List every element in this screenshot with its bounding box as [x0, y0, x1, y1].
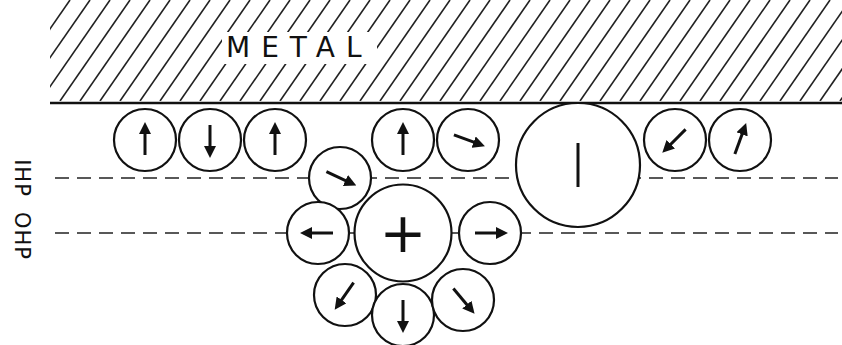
hatch-line [620, 0, 690, 101]
hatch-line [740, 0, 810, 101]
water-circle [709, 109, 771, 171]
water-circle [372, 284, 434, 345]
hatch-line [50, 0, 110, 101]
hatch-line [80, 0, 150, 101]
hatch-line [500, 0, 570, 101]
water-dipole [372, 109, 434, 171]
water-dipole [372, 284, 434, 345]
anion-sign [577, 143, 580, 187]
water-dipole [437, 109, 499, 171]
hatch-line [560, 0, 630, 101]
hatch-line [640, 0, 710, 101]
water-dipole [459, 202, 521, 264]
hatch-line [140, 0, 210, 101]
ohp-label: OHP [11, 212, 32, 260]
cation-ring [355, 185, 452, 282]
water-dipole [179, 109, 241, 171]
hatch-line [400, 0, 470, 101]
hatch-line [700, 0, 770, 101]
water-circle [179, 109, 241, 171]
water-dipole [309, 147, 371, 209]
dipole-arrow [326, 172, 350, 183]
hatch-line [60, 0, 130, 101]
hatch-line [540, 0, 610, 101]
water-dipole [287, 202, 349, 264]
hatch-line [460, 0, 530, 101]
dipole-arrow [274, 128, 277, 155]
water-circle [372, 109, 434, 171]
water-circle [309, 147, 371, 209]
hatch-line [120, 0, 190, 101]
dipole-arrow [306, 232, 333, 235]
water-circle [432, 269, 494, 331]
dipole-arrow [338, 283, 353, 305]
hatch-line [480, 0, 550, 101]
hatch-line [720, 0, 790, 101]
water-dipole [314, 264, 376, 326]
hatch-line [680, 0, 750, 101]
water-circle [114, 109, 176, 171]
water-circle [314, 264, 376, 326]
hatch-line [820, 0, 842, 101]
water-circle [244, 109, 306, 171]
water-dipole [432, 269, 494, 331]
metal-label: METAL [222, 32, 377, 64]
dipole-arrow [475, 232, 502, 235]
metal-surface [50, 102, 842, 105]
ihp-label: IHP [11, 159, 32, 197]
dipole-arrow [667, 129, 686, 148]
hatch-line [760, 0, 830, 101]
water-circle [459, 202, 521, 264]
dipole-arrow [402, 300, 405, 327]
hatch-line [160, 0, 230, 101]
hatch-line [100, 0, 170, 101]
hatch-line [800, 0, 842, 101]
hatch-line [660, 0, 730, 101]
hatch-line [420, 0, 490, 101]
hatch-line [380, 0, 450, 101]
water-dipole [709, 109, 771, 171]
dipole-arrow [453, 289, 470, 310]
metal-hatching [50, 0, 842, 101]
water-circle [437, 109, 499, 171]
dipole-arrow [735, 129, 744, 154]
dipole-arrow [454, 135, 479, 144]
hatch-line [600, 0, 670, 101]
dipole-arrow [209, 125, 212, 152]
hatch-line [840, 0, 842, 101]
hatch-line [580, 0, 650, 101]
hatch-line [520, 0, 590, 101]
water-circle [287, 202, 349, 264]
adsorbed-anion [516, 103, 640, 227]
dipole-arrow [402, 128, 405, 155]
hatch-line [440, 0, 510, 101]
water-dipole [644, 109, 706, 171]
anion-circle [516, 103, 640, 227]
water-dipole [114, 109, 176, 171]
hatch-line [50, 0, 70, 101]
water-dipole [244, 109, 306, 171]
water-circle [644, 109, 706, 171]
plane-line [55, 177, 838, 179]
cation-circle: + [353, 183, 453, 283]
charge-sign: + [380, 205, 427, 261]
dipole-arrow [144, 128, 147, 155]
